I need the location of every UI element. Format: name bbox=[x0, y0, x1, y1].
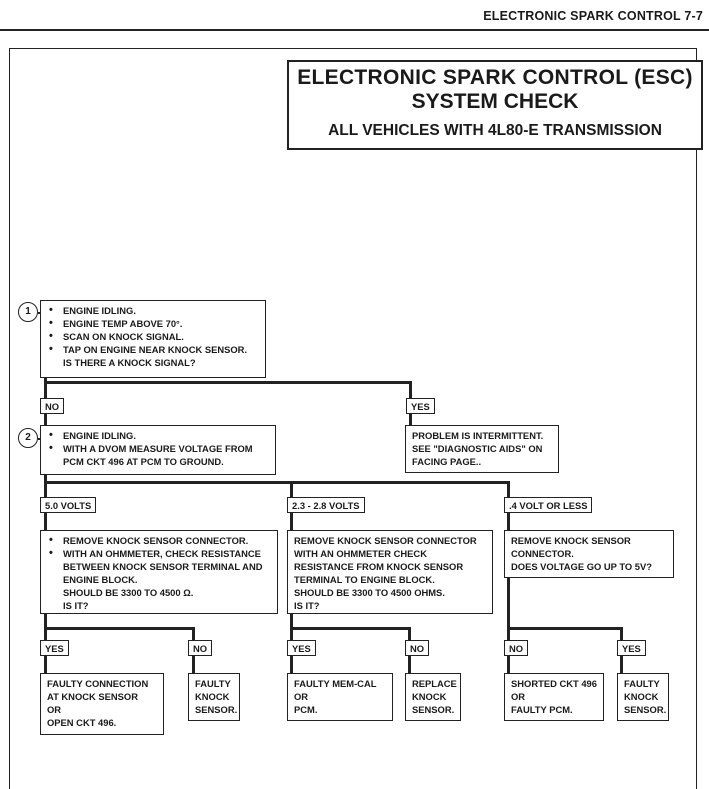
test-box-5v: REMOVE KNOCK SENSOR CONNECTOR. WITH AN O… bbox=[40, 530, 278, 614]
step1-bullet: ENGINE IDLING. bbox=[47, 304, 260, 317]
no-label: NO bbox=[405, 640, 430, 656]
flow-line bbox=[44, 627, 195, 630]
result-line: OR bbox=[47, 704, 62, 715]
voltage-label-2-3v: 2.3 - 2.8 VOLTS bbox=[287, 497, 365, 513]
flow-line bbox=[290, 627, 411, 630]
test-box-04v: REMOVE KNOCK SENSOR CONNECTOR. DOES VOLT… bbox=[504, 530, 674, 578]
result-line: OR bbox=[511, 691, 526, 702]
yes-label: YES bbox=[406, 398, 435, 414]
result-line: KNOCK bbox=[195, 691, 230, 702]
flow-line bbox=[44, 481, 510, 484]
result-line: FAULTY bbox=[624, 678, 660, 689]
flow-line bbox=[409, 414, 412, 425]
result-box-faulty-mem-cal: FAULTY MEM-CAL OR PCM. bbox=[287, 673, 393, 721]
test-04v-line: DOES VOLTAGE GO UP TO 5V? bbox=[511, 561, 652, 572]
result-box-faulty-connection: FAULTY CONNECTION AT KNOCK SENSOR OR OPE… bbox=[40, 673, 164, 735]
intermittent-line: FACING PAGE.. bbox=[412, 456, 482, 467]
flow-line bbox=[507, 513, 510, 530]
flow-line bbox=[44, 378, 47, 398]
test-5v-line: SHOULD BE 3300 TO 4500 Ω. bbox=[63, 587, 194, 598]
result-line: OPEN CKT 496. bbox=[47, 717, 117, 728]
flow-line bbox=[290, 656, 293, 673]
flow-line bbox=[408, 656, 411, 673]
result-line: KNOCK bbox=[412, 691, 447, 702]
page-header: ELECTRONIC SPARK CONTROL 7-7 bbox=[483, 9, 703, 23]
flow-line bbox=[620, 656, 623, 673]
step1-bullet: TAP ON ENGINE NEAR KNOCK SENSOR. bbox=[47, 343, 260, 356]
step-number-1: 1 bbox=[18, 302, 38, 322]
flow-line bbox=[507, 656, 510, 673]
test-5v-line: IS IT? bbox=[63, 600, 89, 611]
result-line: FAULTY bbox=[195, 678, 231, 689]
test-2-3v-line: TERMINAL TO ENGINE BLOCK. bbox=[294, 574, 435, 585]
test-2-3v-line: REMOVE KNOCK SENSOR CONNECTOR bbox=[294, 535, 477, 546]
result-line: AT KNOCK SENSOR bbox=[47, 691, 138, 702]
result-box-faulty-sensor: FAULTY KNOCK SENSOR. bbox=[188, 673, 240, 721]
result-line: REPLACE bbox=[412, 678, 457, 689]
diagram-frame bbox=[9, 48, 697, 789]
yes-label: YES bbox=[287, 640, 316, 656]
no-label: NO bbox=[188, 640, 213, 656]
no-label: NO bbox=[40, 398, 65, 414]
result-line: FAULTY MEM-CAL bbox=[294, 678, 377, 689]
header-rule bbox=[0, 29, 709, 31]
step1-bullet: SCAN ON KNOCK SIGNAL. bbox=[47, 330, 260, 343]
title-subtitle: ALL VEHICLES WITH 4L80-E TRANSMISSION bbox=[328, 122, 662, 139]
test-04v-line: REMOVE KNOCK SENSOR bbox=[511, 535, 631, 546]
test-2-3v-line: IS IT? bbox=[294, 600, 320, 611]
flow-line bbox=[409, 381, 412, 398]
test-2-3v-line: SHOULD BE 3300 TO 4500 OHMS. bbox=[294, 587, 445, 598]
test-2-3v-line: WITH AN OHMMETER CHECK bbox=[294, 548, 427, 559]
flow-line bbox=[290, 513, 293, 530]
flow-line bbox=[507, 578, 510, 640]
flow-line bbox=[192, 627, 195, 640]
voltage-label-5v: 5.0 VOLTS bbox=[40, 497, 97, 513]
flow-line bbox=[44, 513, 47, 530]
step1-box: ENGINE IDLING. ENGINE TEMP ABOVE 70°. SC… bbox=[40, 300, 266, 378]
step2-box: ENGINE IDLING. WITH A DVOM MEASURE VOLTA… bbox=[40, 425, 276, 475]
flow-line bbox=[192, 656, 195, 673]
title-line2: SYSTEM CHECK bbox=[411, 90, 579, 113]
test-5v-bullet: WITH AN OHMMETER, CHECK RESISTANCE BETWE… bbox=[47, 547, 272, 586]
test-2-3v-line: RESISTANCE FROM KNOCK SENSOR bbox=[294, 561, 464, 572]
no-label: NO bbox=[504, 640, 529, 656]
result-line: PCM. bbox=[294, 704, 318, 715]
intermittent-line: PROBLEM IS INTERMITTENT. bbox=[412, 430, 544, 441]
result-line: SENSOR. bbox=[195, 704, 238, 715]
flow-line bbox=[44, 656, 47, 673]
flow-line bbox=[620, 627, 623, 640]
result-box-shorted-ckt: SHORTED CKT 496 OR FAULTY PCM. bbox=[504, 673, 604, 721]
flow-line bbox=[507, 481, 510, 497]
flow-line bbox=[290, 481, 293, 497]
result-line: SENSOR. bbox=[624, 704, 667, 715]
flow-line bbox=[44, 414, 47, 425]
result-line: KNOCK bbox=[624, 691, 659, 702]
intermittent-box: PROBLEM IS INTERMITTENT. SEE "DIAGNOSTIC… bbox=[405, 425, 559, 473]
step1-question: IS THERE A KNOCK SIGNAL? bbox=[63, 357, 196, 368]
flow-line bbox=[44, 475, 47, 497]
step1-bullet: ENGINE TEMP ABOVE 70°. bbox=[47, 317, 260, 330]
test-box-2-3v: REMOVE KNOCK SENSOR CONNECTOR WITH AN OH… bbox=[287, 530, 493, 614]
result-box-replace-sensor: REPLACE KNOCK SENSOR. bbox=[405, 673, 461, 721]
yes-label: YES bbox=[40, 640, 69, 656]
result-line: FAULTY PCM. bbox=[511, 704, 573, 715]
test-5v-bullet: REMOVE KNOCK SENSOR CONNECTOR. bbox=[47, 534, 272, 547]
result-line: FAULTY CONNECTION bbox=[47, 678, 149, 689]
yes-label: YES bbox=[617, 640, 646, 656]
result-box-faulty-sensor-2: FAULTY KNOCK SENSOR. bbox=[617, 673, 669, 721]
flow-line bbox=[44, 381, 412, 384]
result-line: SENSOR. bbox=[412, 704, 455, 715]
step2-bullet: WITH A DVOM MEASURE VOLTAGE FROM PCM CKT… bbox=[47, 442, 270, 468]
title-line1: ELECTRONIC SPARK CONTROL (ESC) bbox=[297, 66, 693, 89]
intermittent-line: SEE "DIAGNOSTIC AIDS" ON bbox=[412, 443, 543, 454]
step2-bullet: ENGINE IDLING. bbox=[47, 429, 270, 442]
result-line: OR bbox=[294, 691, 309, 702]
result-line: SHORTED CKT 496 bbox=[511, 678, 597, 689]
voltage-label-04v: .4 VOLT OR LESS bbox=[504, 497, 593, 513]
flow-line bbox=[408, 627, 411, 640]
flow-line bbox=[507, 627, 623, 630]
title-box: ELECTRONIC SPARK CONTROL (ESC) SYSTEM CH… bbox=[287, 60, 703, 150]
step-number-2: 2 bbox=[18, 428, 38, 448]
test-04v-line: CONNECTOR. bbox=[511, 548, 574, 559]
